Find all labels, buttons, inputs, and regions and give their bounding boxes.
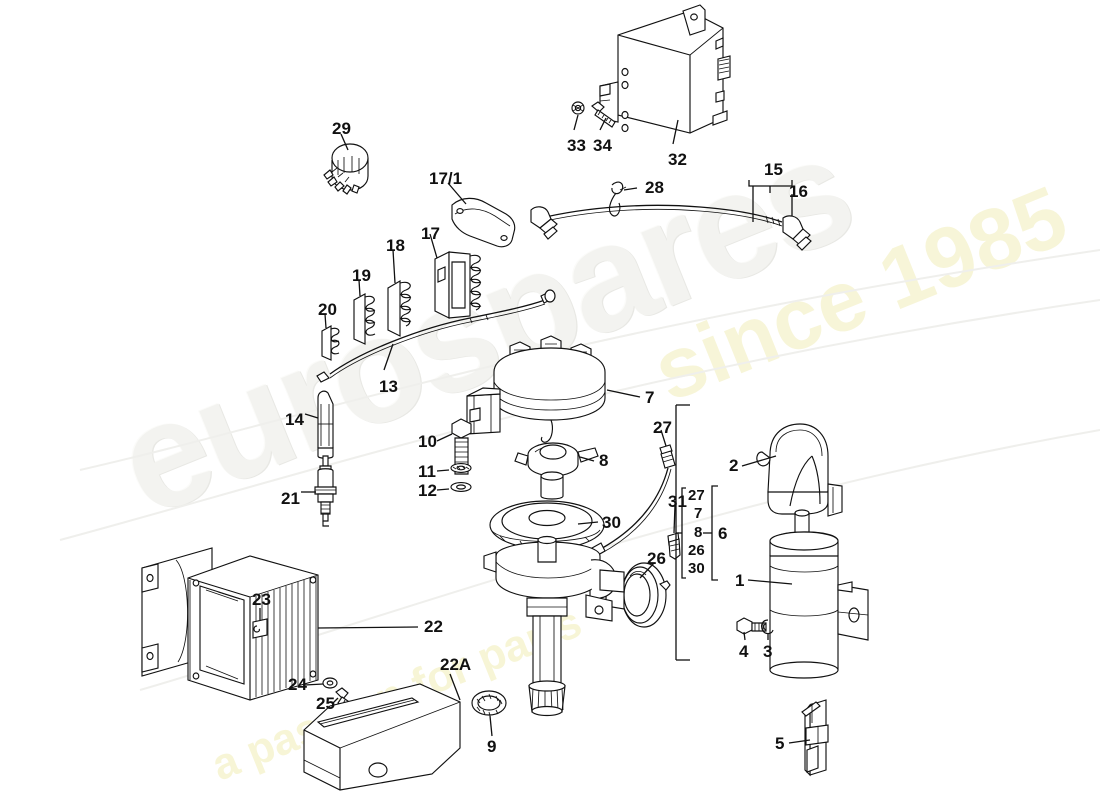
part-2-coil-cover	[756, 423, 843, 517]
callout-20[interactable]: 20	[318, 300, 337, 319]
part-11-lock-washer	[450, 463, 472, 473]
part-3-coil-mount-washer	[761, 619, 774, 635]
callout-31[interactable]: 31	[668, 492, 687, 511]
group-member-7[interactable]: 7	[694, 505, 703, 522]
callout-26[interactable]: 26	[647, 549, 666, 568]
callout-7[interactable]: 7	[645, 388, 655, 407]
callout-22A[interactable]: 22A	[440, 655, 472, 674]
callout-1[interactable]: 1	[735, 571, 745, 590]
callout-23[interactable]: 23	[252, 590, 271, 609]
callout-2[interactable]: 2	[729, 456, 739, 475]
part-33-nut	[571, 101, 585, 115]
part-21-spark-plug	[314, 455, 337, 527]
callout-15[interactable]: 15	[764, 160, 783, 179]
callout-17[interactable]: 17	[421, 224, 440, 243]
part-30-dust-shield-plate	[489, 500, 605, 550]
part-5-bracket	[801, 699, 829, 777]
part-14-spark-plug-connector	[317, 390, 334, 459]
part-34-screw	[591, 101, 616, 128]
group-bracket-label-6[interactable]: 6	[718, 524, 728, 543]
part-4-coil-mount-bolt	[736, 617, 767, 635]
callout-14[interactable]: 14	[285, 410, 304, 429]
part-17-1-wire-holder-bracket	[451, 197, 516, 248]
part-12-flat-washer	[450, 482, 472, 492]
callout-4[interactable]: 4	[739, 642, 749, 661]
callout-17-1[interactable]: 17/1	[429, 169, 463, 188]
part-17-wire-clip-large	[434, 251, 482, 319]
part-29-distributor-connector	[323, 143, 369, 195]
callout-11[interactable]: 11	[418, 462, 436, 481]
callout-27[interactable]: 27	[653, 418, 672, 437]
callout-8[interactable]: 8	[599, 451, 609, 470]
group-member-27[interactable]: 27	[688, 487, 705, 504]
callout-13[interactable]: 13	[379, 377, 398, 396]
part-31-pin	[667, 532, 681, 560]
part-15-coil-lead-assembly	[530, 180, 812, 251]
callout-3[interactable]: 3	[763, 642, 773, 661]
callout-28[interactable]: 28	[645, 178, 664, 197]
callout-12[interactable]: 12	[418, 481, 437, 500]
callout-16[interactable]: 16	[789, 182, 808, 201]
part-18-wire-clip-medium	[387, 279, 412, 337]
callout-29[interactable]: 29	[332, 119, 351, 138]
part-24-washer	[322, 677, 338, 689]
group-member-30[interactable]: 30	[688, 560, 705, 577]
callout-30[interactable]: 30	[602, 513, 621, 532]
callout-34[interactable]: 34	[593, 136, 612, 155]
part-28-cable-tie	[608, 181, 627, 217]
part-19-wire-clip-small	[353, 293, 376, 345]
part-7-distributor-cap	[466, 335, 606, 443]
callout-19[interactable]: 19	[352, 266, 371, 285]
part-20-wire-clip-mini	[321, 325, 340, 361]
part-1-ignition-coil	[769, 509, 869, 679]
callout-22[interactable]: 22	[424, 617, 443, 636]
part-22A-heat-sink-cover	[303, 683, 461, 791]
group-member-26[interactable]: 26	[688, 542, 705, 559]
callout-33[interactable]: 33	[567, 136, 586, 155]
callout-25[interactable]: 25	[316, 694, 335, 713]
part-8-distributor-rotor	[514, 442, 599, 500]
part-6-distributor-body	[483, 535, 625, 717]
callout-9[interactable]: 9	[487, 737, 497, 756]
callout-18[interactable]: 18	[386, 236, 405, 255]
group-member-8[interactable]: 8	[694, 524, 703, 541]
part-32-control-unit-ecu	[599, 4, 731, 134]
group-bracket-6	[675, 404, 718, 661]
callout-10[interactable]: 10	[418, 432, 437, 451]
part-9-o-ring	[471, 690, 507, 717]
part-26-vacuum-advance-unit	[589, 562, 671, 628]
part-23-retaining-clip	[252, 618, 268, 639]
callout-5[interactable]: 5	[775, 734, 785, 753]
callout-24[interactable]: 24	[288, 675, 307, 694]
part-13-ignition-wire	[316, 289, 556, 383]
callout-21[interactable]: 21	[281, 489, 300, 508]
callout-32[interactable]: 32	[668, 150, 687, 169]
